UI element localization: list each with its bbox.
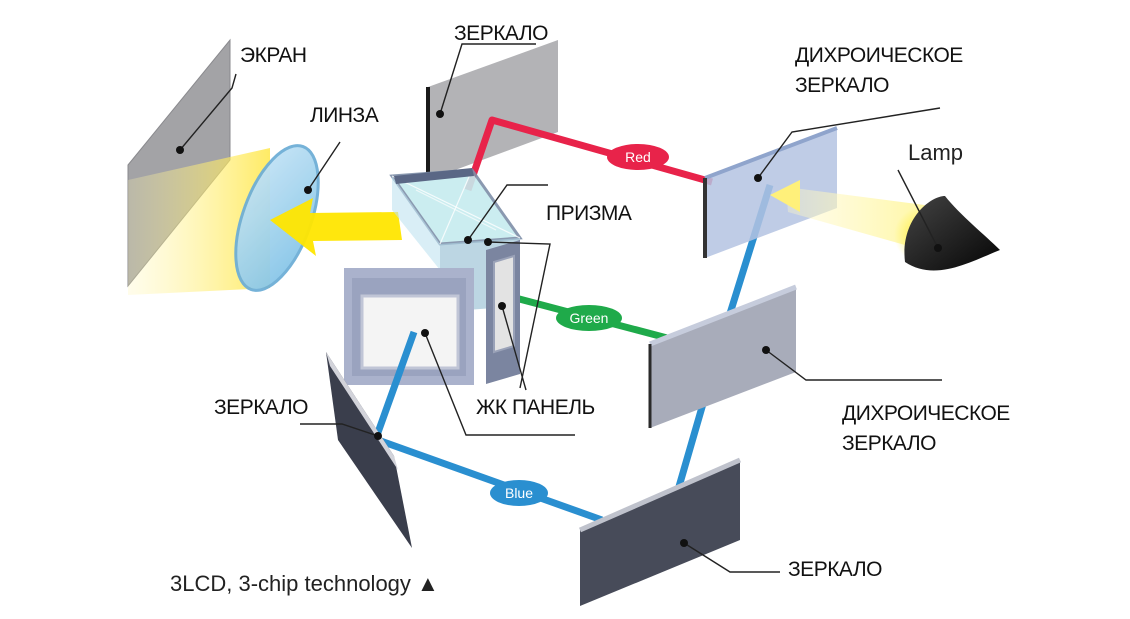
label-mirror-top: ЗЕРКАЛО [454,22,548,45]
label-mirror-left: ЗЕРКАЛО [214,396,308,419]
beam-label-red: Red [625,149,651,165]
blue-beam-bottom [376,436,604,524]
label-dichroic-mid-line1: ДИХРОИЧЕСКОЕ [842,402,1010,425]
dichroic-mirror-mid [648,284,797,428]
leader-lines [176,43,942,573]
label-lens: ЛИНЗА [310,104,379,127]
red-beam [464,116,713,192]
mirror-bottom [578,457,742,606]
beam-label-blue: Blue [505,485,533,501]
dichroic-mirror-top [703,126,838,258]
label-screen: ЭКРАН [240,44,307,67]
label-dichroic-top-line1: ДИХРОИЧЕСКОЕ [795,44,963,67]
label-dichroic-mid-line2: ЗЕРКАЛО [842,432,936,455]
caption: 3LCD, 3-chip technology ▲ [170,571,439,596]
label-lamp: Lamp [908,140,963,165]
mirror-left [326,352,412,548]
blue-beam-left [372,330,418,440]
label-prism: ПРИЗМА [546,202,632,225]
output-arrow [270,198,402,256]
label-mirror-bottom: ЗЕРКАЛО [788,558,882,581]
lcd-panel-front [344,268,474,385]
label-dichroic-top-line2: ЗЕРКАЛО [795,74,889,97]
beam-label-green: Green [570,310,609,326]
lcd-panel-top [394,168,474,184]
label-lcd-panel: ЖК ПАНЕЛЬ [476,396,595,419]
lamp-beam-arrow [770,180,800,212]
mirror-top [426,40,558,180]
